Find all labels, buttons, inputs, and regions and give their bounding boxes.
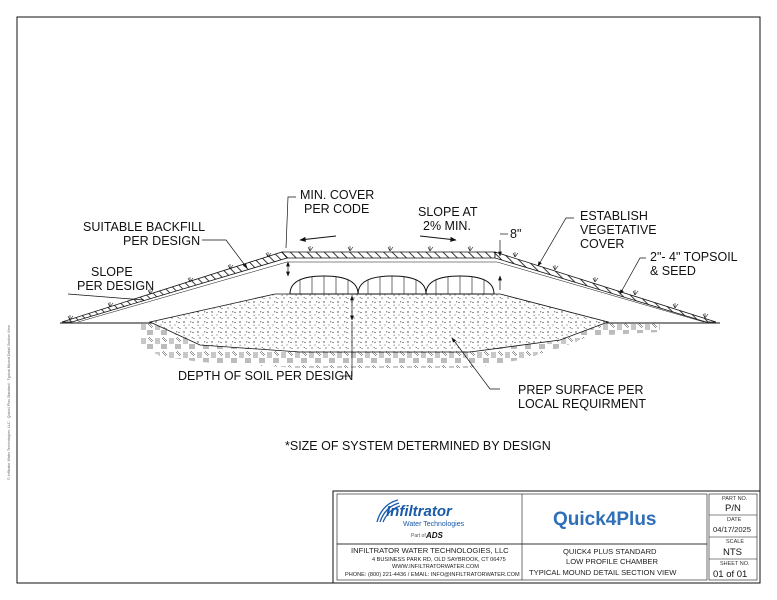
slope-arrow-right — [419, 235, 457, 242]
company-name: INFILTRATOR WATER TECHNOLOGIES, LLC — [351, 546, 509, 555]
side-copyright-text: © Infiltrator Water Technologies, LLC · … — [7, 325, 11, 480]
label-two-percent: 2% MIN. — [423, 219, 471, 233]
label-establish: ESTABLISH — [580, 209, 648, 223]
size-note: *SIZE OF SYSTEM DETERMINED BY DESIGN — [285, 439, 551, 453]
date-value: 04/17/2025 — [713, 525, 751, 534]
infiltrator-logo-sub: Water Technologies — [403, 521, 465, 528]
label-local-requirement: LOCAL REQUIRMENT — [518, 397, 646, 411]
part-of-text: Part of — [411, 533, 426, 539]
slope-arrow — [299, 235, 337, 242]
date-label: DATE — [727, 517, 742, 523]
label-slope-per-design: PER DESIGN — [77, 279, 154, 293]
desc-line-3: TYPICAL MOUND DETAIL SECTION VIEW — [529, 568, 677, 577]
scale-value: NTS — [723, 547, 742, 558]
backfill-outline — [77, 261, 705, 323]
infiltrator-logo-mark — [376, 499, 401, 523]
company-website: WWW.INFILTRATORWATER.COM — [392, 564, 479, 570]
label-prep-surface: PREP SURFACE PER — [518, 383, 644, 397]
quick4plus-logo: Quick4Plus — [553, 509, 657, 530]
ads-logo: ADS — [425, 531, 444, 540]
desc-line-1: QUICK4 PLUS STANDARD — [563, 547, 657, 556]
infiltrator-logo-text: Infiltrator — [386, 503, 453, 520]
part-no-label: PART NO. — [722, 496, 748, 502]
chamber-3 — [425, 275, 495, 295]
sheet-no-value: 01 of 01 — [713, 569, 747, 580]
company-contact: PHONE: (800) 221-4436 / EMAIL: INFO@INFI… — [345, 572, 520, 578]
label-min-cover: MIN. COVER — [300, 188, 374, 202]
sheet-no-label: SHEET NO. — [720, 561, 750, 567]
company-address: 4 BUSINESS PARK RD, OLD SAYBROOK, CT 064… — [372, 557, 506, 563]
label-per-code: PER CODE — [304, 202, 369, 216]
label-vegetative: VEGETATIVE — [580, 223, 657, 237]
label-slope-at: SLOPE AT — [418, 205, 478, 219]
desc-line-2: LOW PROFILE CHAMBER — [566, 557, 658, 566]
label-seed: & SEED — [650, 264, 696, 278]
vegetation-marks — [67, 246, 709, 321]
scale-label: SCALE — [726, 539, 744, 545]
label-topsoil: 2"- 4" TOPSOIL — [650, 250, 738, 264]
label-eight-inch: 8" — [510, 227, 521, 241]
chamber-2 — [357, 275, 427, 295]
label-cover: COVER — [580, 237, 624, 251]
part-no-value: P/N — [725, 503, 741, 514]
chamber-1 — [289, 275, 359, 295]
label-per-design-backfill: PER DESIGN — [123, 234, 200, 248]
cover-layer-top — [281, 251, 496, 259]
label-depth-of-soil: DEPTH OF SOIL PER DESIGN — [178, 369, 353, 383]
mound-section-detail: MIN. COVER PER CODE SLOPE AT 2% MIN. 8" … — [60, 188, 738, 453]
infiltrator-logo: Infiltrator Water Technologies Part of A… — [376, 499, 465, 540]
chamber-row — [289, 275, 495, 295]
title-block: Infiltrator Water Technologies Part of A… — [332, 490, 761, 584]
cover-layer-right — [494, 251, 717, 323]
label-slope: SLOPE — [91, 265, 133, 279]
leader-lines — [67, 196, 646, 390]
label-suitable-backfill: SUITABLE BACKFILL — [83, 220, 205, 234]
